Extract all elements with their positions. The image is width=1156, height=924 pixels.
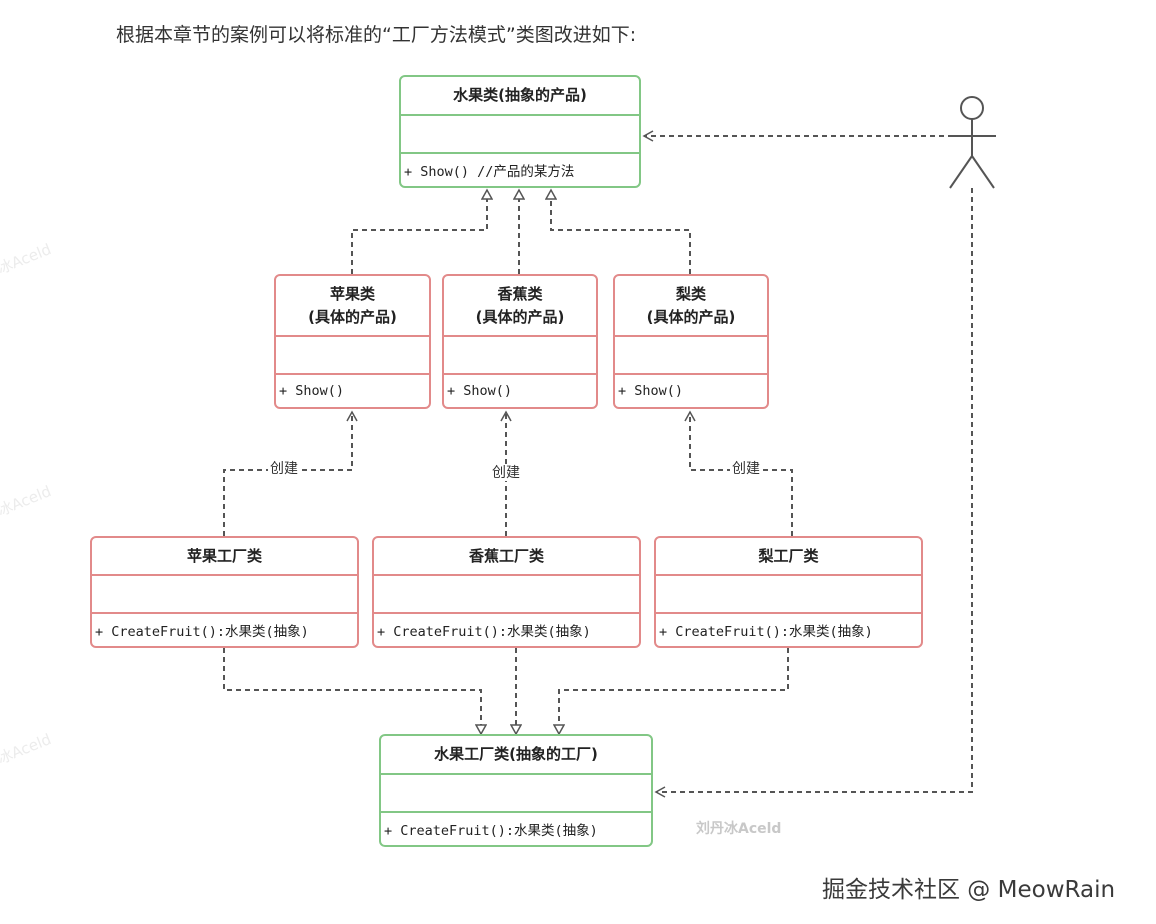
- class-name: 苹果类: [329, 284, 375, 303]
- abstract-product-class: 水果类(抽象的产品) + Show() //产品的某方法: [399, 75, 641, 188]
- attributes-section: [381, 773, 651, 811]
- product-class-apple: 苹果类 (具体的产品) + Show(): [274, 274, 431, 409]
- factory-class-banana: 香蕉工厂类 + CreateFruit():水果类(抽象): [372, 536, 641, 648]
- class-title: 水果类(抽象的产品): [453, 86, 587, 104]
- attributes-section: [444, 335, 596, 373]
- product-class-banana: 香蕉类 (具体的产品) + Show(): [442, 274, 598, 409]
- class-method: + CreateFruit():水果类(抽象): [92, 612, 357, 646]
- product-class-pear: 梨类 (具体的产品) + Show(): [613, 274, 769, 409]
- intro-text: 根据本章节的案例可以将标准的“工厂方法模式”类图改进如下:: [116, 24, 637, 46]
- realization-pear: [551, 190, 691, 274]
- class-method: + CreateFruit():水果类(抽象): [656, 612, 921, 646]
- attributes-section: [374, 574, 639, 612]
- class-title: 梨工厂类: [758, 546, 819, 565]
- class-title: 水果工厂类(抽象的工厂): [434, 745, 598, 763]
- class-subtitle: (具体的产品): [646, 307, 736, 326]
- attributes-section: [615, 335, 767, 373]
- abstract-factory-class: 水果工厂类(抽象的工厂) + CreateFruit():水果类(抽象): [379, 734, 653, 847]
- realization-apple: [351, 190, 487, 274]
- attributes-section: [276, 335, 429, 373]
- author-watermark: 刘丹冰Aceld: [696, 821, 782, 837]
- class-name: 梨类: [675, 284, 706, 303]
- attributes-section: [401, 114, 639, 152]
- realization-pear-factory: [559, 648, 789, 734]
- class-title: 苹果工厂类: [186, 546, 262, 565]
- stick-figure-icon: [948, 96, 996, 189]
- class-title: 香蕉工厂类: [468, 546, 544, 565]
- class-subtitle: (具体的产品): [475, 307, 565, 326]
- site-watermark: 掘金技术社区 @ MeowRain: [822, 877, 1116, 903]
- client-to-factory: [654, 188, 973, 798]
- realization-apple-factory: [223, 648, 481, 734]
- create-label: 创建: [268, 461, 300, 477]
- class-method: + Show(): [615, 373, 767, 407]
- class-title: 香蕉类 (具体的产品): [444, 276, 596, 335]
- class-name: 香蕉类: [497, 284, 543, 303]
- attributes-section: [92, 574, 357, 612]
- factory-class-apple: 苹果工厂类 + CreateFruit():水果类(抽象): [90, 536, 359, 648]
- class-method: + CreateFruit():水果类(抽象): [381, 811, 651, 845]
- class-title: 苹果类 (具体的产品): [276, 276, 429, 335]
- class-title: 梨类 (具体的产品): [615, 276, 767, 335]
- class-subtitle: (具体的产品): [308, 307, 397, 326]
- class-method: + Show() //产品的某方法: [401, 152, 639, 186]
- class-method: + Show(): [444, 373, 596, 407]
- create-label: 创建: [730, 461, 762, 477]
- class-method: + Show(): [276, 373, 429, 407]
- factory-class-pear: 梨工厂类 + CreateFruit():水果类(抽象): [654, 536, 923, 648]
- class-method: + CreateFruit():水果类(抽象): [374, 612, 639, 646]
- create-label: 创建: [490, 465, 522, 481]
- attributes-section: [656, 574, 921, 612]
